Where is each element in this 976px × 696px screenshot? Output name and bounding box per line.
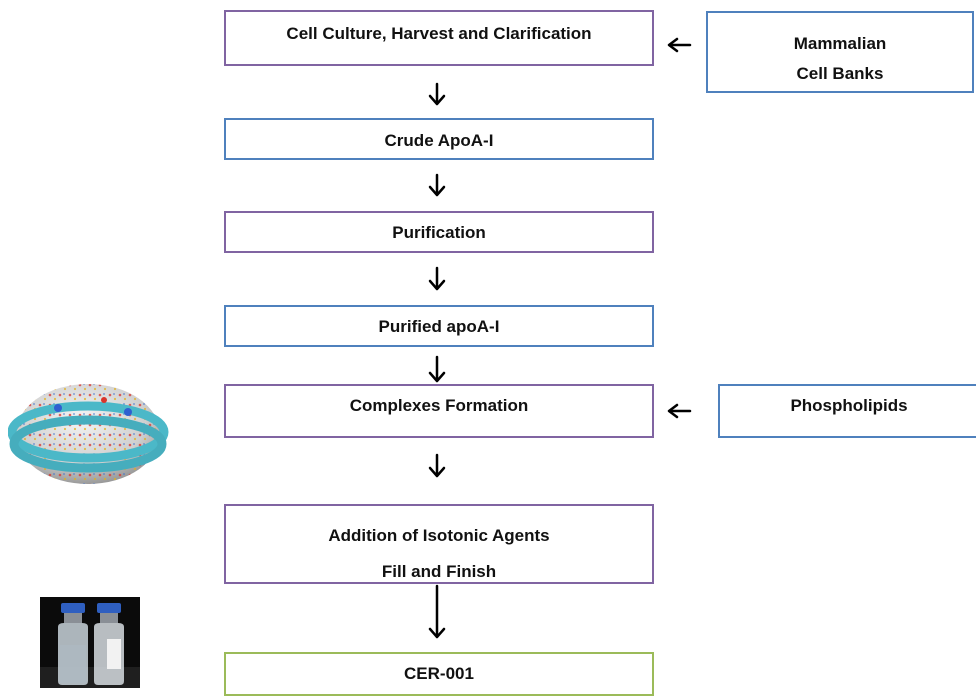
arrow-down-4 — [428, 355, 446, 383]
arrow-down-3 — [428, 266, 446, 291]
input-label-line-1: Mammalian — [793, 34, 887, 53]
step-crude-apoa1: Crude ApoA-I — [224, 118, 654, 160]
input-phospholipids: Phospholipids — [718, 384, 976, 438]
step-label-line-1: Addition of Isotonic Agents — [328, 526, 550, 545]
step-complexes-formation: Complexes Formation — [224, 384, 654, 438]
arrow-down-5 — [428, 453, 446, 478]
arrow-down-6 — [428, 584, 446, 639]
step-label: Purified apoA-I — [378, 317, 500, 336]
step-isotonic-fill-finish: Addition of Isotonic Agents Fill and Fin… — [224, 504, 654, 584]
step-label: Purification — [392, 223, 486, 242]
step-label: Crude ApoA-I — [384, 131, 494, 150]
vials-photo — [40, 597, 140, 688]
arrow-down-1 — [428, 82, 446, 106]
input-mammalian-cell-banks: Mammalian Cell Banks — [706, 11, 974, 93]
arrow-down-2 — [428, 173, 446, 197]
hdl-particle-illustration — [8, 384, 169, 484]
step-label-line-2: Fill and Finish — [381, 562, 497, 581]
arrow-left-phospholipids — [667, 403, 692, 419]
input-label-line-2: Cell Banks — [796, 64, 884, 83]
step-purified-apoa1: Purified apoA-I — [224, 305, 654, 347]
arrow-left-cell-banks — [667, 37, 692, 53]
input-label: Phospholipids — [790, 396, 908, 415]
step-cell-culture: Cell Culture, Harvest and Clarification — [224, 10, 654, 66]
step-purification: Purification — [224, 211, 654, 253]
step-label: Cell Culture, Harvest and Clarification — [286, 24, 592, 43]
step-label: CER-001 — [404, 664, 474, 683]
step-label: Complexes Formation — [349, 396, 529, 415]
